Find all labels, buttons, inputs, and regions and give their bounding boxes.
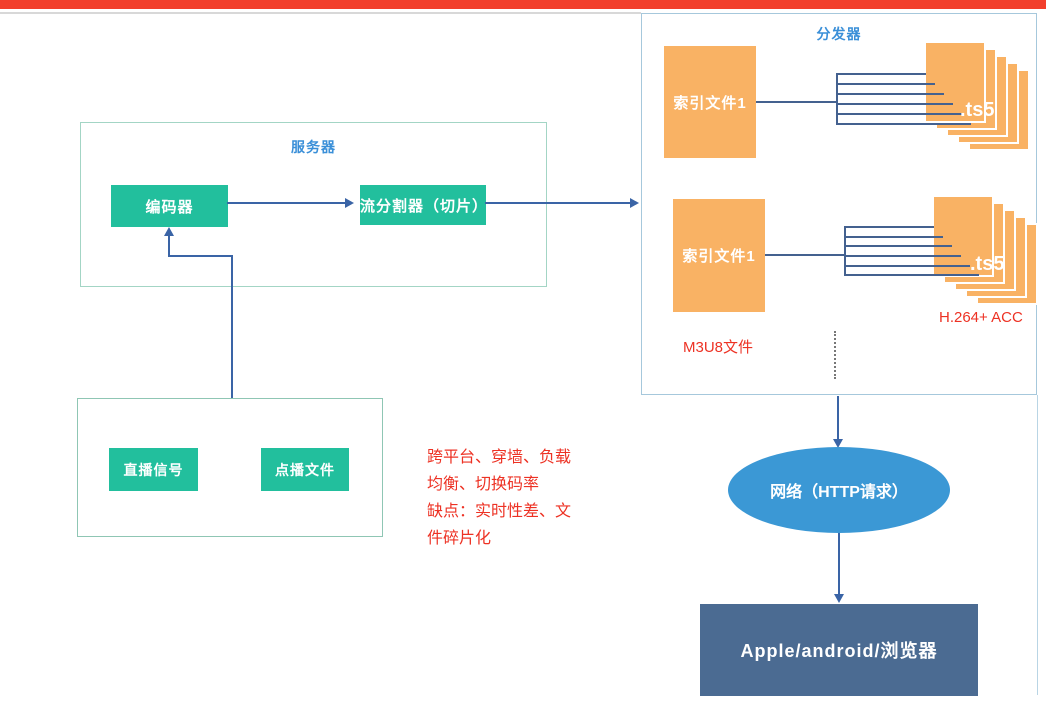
segment-comb-spine [836, 73, 838, 123]
network-to-client-line [838, 533, 840, 596]
m3u8-label: M3U8文件 [683, 339, 754, 356]
index-file-node-2: 索引文件1 [673, 199, 765, 312]
index-connector-line [765, 254, 844, 256]
distributor-to-network-line [837, 396, 839, 441]
frame-edge-line [1037, 395, 1038, 695]
annotation-note: 跨平台、穿墙、负载 均衡、切换码率 缺点：实时性差、文 件碎片化 [427, 444, 571, 552]
annotation-line: 件碎片化 [427, 530, 492, 547]
distributor-frame: 分发器 索引文件1 .ts5 索引文件1 .ts5 H.264+ [641, 13, 1038, 395]
splitter-node: 流分割器（切片） [360, 185, 487, 225]
client-node-label: Apple/android/浏览器 [740, 641, 938, 661]
codec-label: H.264+ ACC [939, 309, 1023, 326]
encoder-to-splitter-line [227, 202, 345, 204]
source-to-encoder-arrowhead [164, 227, 174, 236]
distributor-frame-label: 分发器 [816, 26, 862, 42]
client-node: Apple/android/浏览器 [700, 604, 978, 696]
ts-page [924, 41, 986, 123]
annotation-line: 缺点：实时性差、文 [427, 503, 572, 520]
index-file-node-1: 索引文件1 [664, 46, 756, 158]
segment-line [844, 255, 961, 257]
source-to-encoder-line-horizontal [169, 255, 233, 257]
top-accent-bar [0, 0, 1046, 9]
segment-line [844, 226, 934, 228]
segment-line [836, 83, 935, 85]
segment-line [844, 236, 943, 238]
encoder-to-splitter-arrowhead [345, 198, 354, 208]
network-to-client-arrowhead [834, 594, 844, 603]
ts-stack-label-2: .ts5 [970, 253, 1005, 275]
annotation-line: 均衡、切换码率 [427, 476, 540, 493]
segment-comb-spine [844, 226, 846, 274]
index-connector-line [756, 101, 836, 103]
vod-file-node: 点播文件 [261, 448, 349, 491]
source-to-encoder-line-up [168, 234, 170, 257]
segment-line [836, 73, 926, 75]
top-divider-line [0, 12, 641, 14]
server-frame: 服务器 编码器 流分割器（切片） [80, 122, 547, 287]
splitter-to-distributor-line [485, 202, 632, 204]
segment-line [836, 123, 971, 125]
source-frame: 直播信号 点播文件 [77, 398, 383, 537]
ts-stack-label-1: .ts5 [960, 99, 995, 121]
ellipsis-dotted-line [834, 331, 836, 379]
splitter-to-distributor-arrowhead [630, 198, 639, 208]
network-node: 网络（HTTP请求） [728, 447, 950, 533]
segment-line [844, 265, 970, 267]
segment-line [844, 274, 979, 276]
encoder-node: 编码器 [111, 185, 228, 227]
segment-line [844, 245, 952, 247]
annotation-line: 跨平台、穿墙、负载 [427, 449, 572, 466]
distributor-to-network-arrowhead [833, 439, 843, 448]
server-frame-label: 服务器 [291, 139, 336, 155]
live-signal-node: 直播信号 [109, 448, 198, 491]
source-to-encoder-line-vertical [231, 255, 233, 398]
segment-line [836, 113, 962, 115]
segment-line [836, 93, 944, 95]
segment-line [836, 103, 953, 105]
network-node-label: 网络（HTTP请求） [770, 484, 908, 501]
